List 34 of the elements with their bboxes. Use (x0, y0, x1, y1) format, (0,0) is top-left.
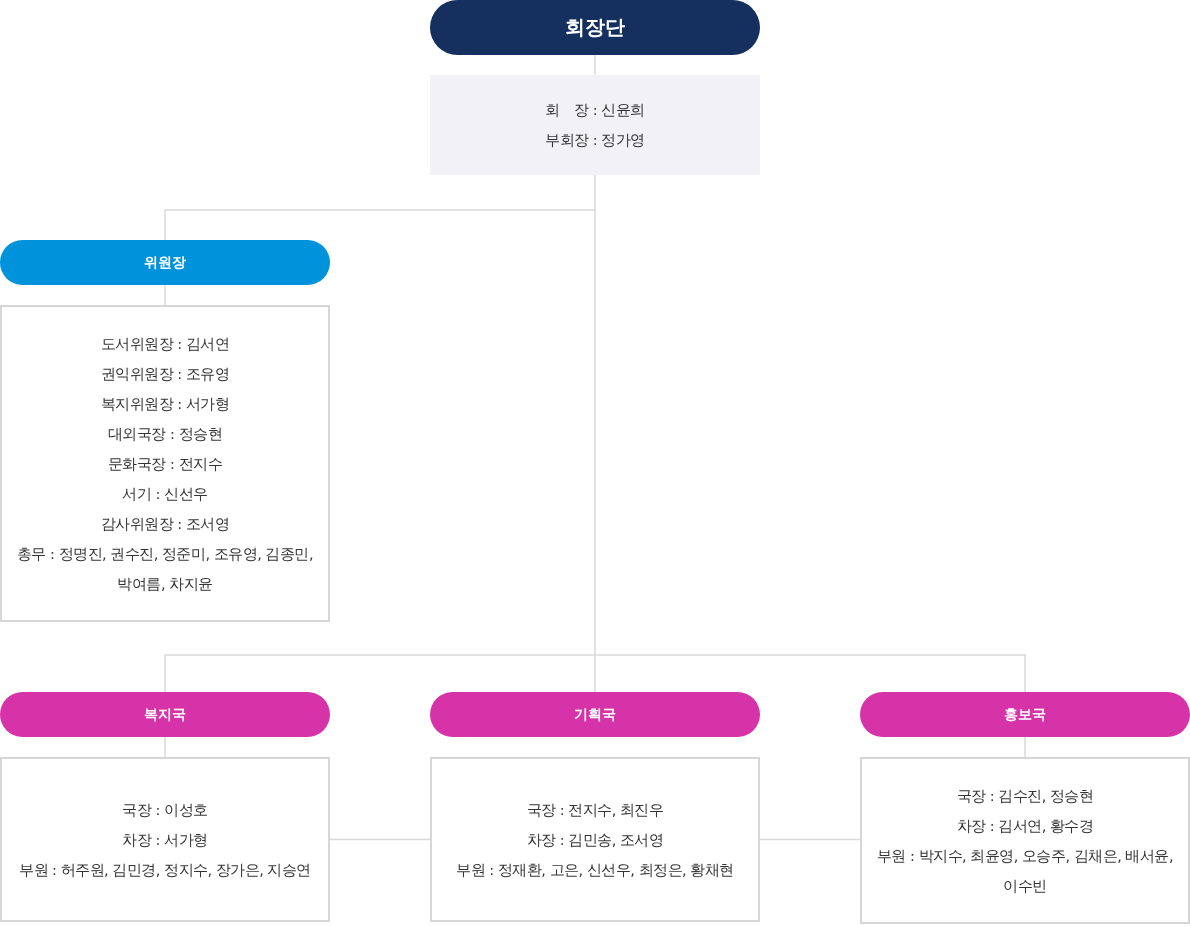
heading-pill: 기획국 (430, 692, 760, 737)
member-text: 총무 : 정명진, 권수진, 정준미, 조유영, 김종민, 박여름, 차지윤 (15, 544, 315, 594)
member-text: 부회장 : 정가영 (545, 131, 645, 150)
member-text: 차장 : 서가형 (122, 830, 208, 850)
heading-pill: 위원장 (0, 240, 330, 285)
info-box (0, 305, 330, 622)
member-text: 국장 : 전지수, 최진우 (526, 800, 664, 820)
member-text: 회 장 : 신윤희 (545, 101, 645, 120)
member-text: 복지위원장 : 서가형 (100, 394, 230, 414)
info-box (0, 757, 330, 922)
info-box (860, 757, 1190, 924)
heading-pill: 복지국 (0, 692, 330, 737)
connector-line (329, 838, 431, 841)
connector-line (759, 838, 861, 841)
heading-pill: 회장단 (430, 0, 760, 55)
member-text: 서기 : 신선우 (122, 484, 208, 504)
connector-line (164, 209, 596, 241)
connector-line (594, 654, 1026, 693)
member-text: 부원 : 박지수, 최윤영, 오승주, 김채은, 배서윤, 이수빈 (875, 846, 1175, 896)
member-text: 국장 : 이성호 (122, 800, 208, 820)
member-text: 차장 : 김민송, 조서영 (526, 830, 664, 850)
info-box (430, 757, 760, 922)
heading-pill: 홍보국 (860, 692, 1190, 737)
member-text: 문화국장 : 전지수 (107, 454, 223, 474)
member-text: 부원 : 허주원, 김민경, 정지수, 장가은, 지승연 (19, 860, 311, 880)
info-box (430, 75, 760, 175)
member-text: 차장 : 김서연, 황수경 (956, 816, 1094, 836)
connector-line (164, 654, 596, 693)
member-text: 도서위원장 : 김서연 (100, 334, 230, 354)
member-text: 국장 : 김수진, 정승현 (956, 786, 1094, 806)
member-text: 대외국장 : 정승현 (107, 424, 223, 444)
member-text: 감사위원장 : 조서영 (100, 514, 230, 534)
member-text: 권익위원장 : 조유영 (100, 364, 230, 384)
member-text: 부원 : 정재환, 고은, 신선우, 최정은, 황채현 (456, 860, 734, 880)
